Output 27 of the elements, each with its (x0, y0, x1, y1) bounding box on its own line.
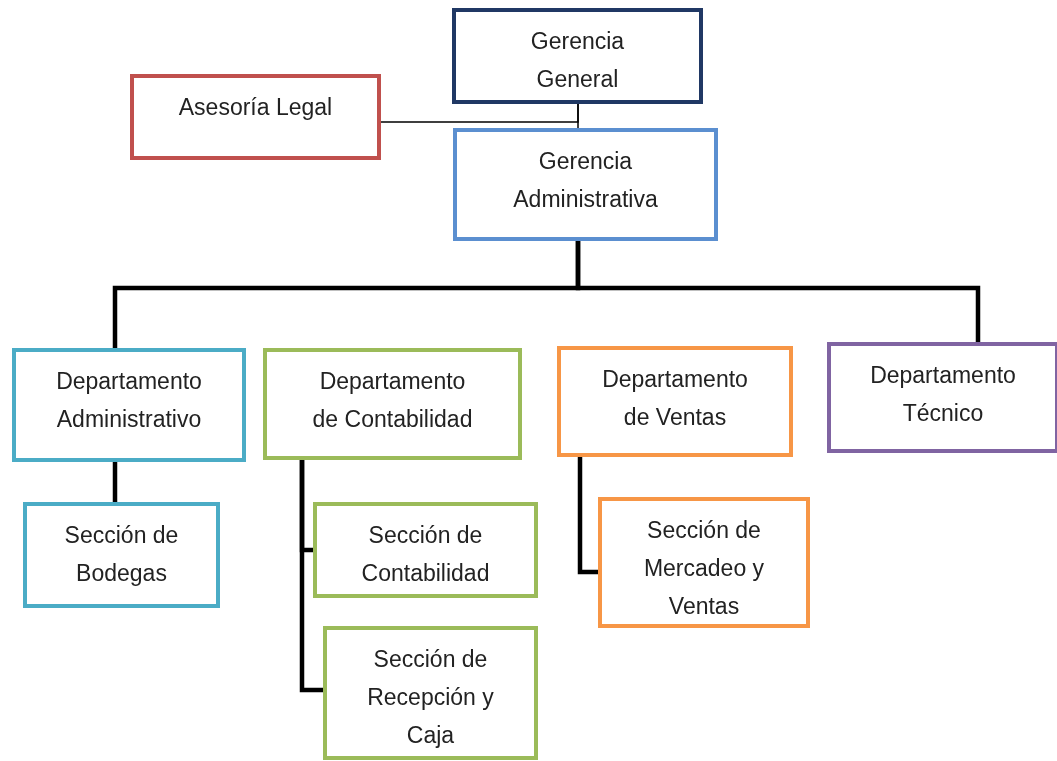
box-label: Departamento Técnico (869, 361, 1017, 428)
org-box (323, 626, 538, 760)
connector-line (577, 457, 598, 575)
connector-line (299, 460, 323, 693)
box-label: Departamento Administrativo (55, 367, 203, 434)
org-box (12, 348, 246, 462)
org-box (557, 346, 793, 457)
org-box (130, 74, 381, 160)
box-label: Departamento de Ventas (601, 365, 749, 432)
org-box (453, 128, 718, 241)
box-label: Gerencia Administrativa (512, 147, 659, 214)
org-box (23, 502, 220, 608)
org-box (263, 348, 522, 460)
org-box (827, 342, 1057, 453)
connector-line (380, 103, 579, 123)
box-label: Sección de Recepción y Caja (366, 645, 495, 750)
org-box (598, 497, 810, 628)
box-label: Sección de Mercadeo y Ventas (642, 516, 766, 621)
box-label: Departamento de Contabilidad (311, 367, 474, 434)
connector-line (575, 241, 981, 342)
org-box (452, 8, 703, 104)
box-label: Sección de Bodegas (63, 521, 180, 588)
box-label: Asesoría Legal (178, 93, 333, 122)
connector-line (112, 462, 118, 502)
box-label: Sección de Contabilidad (360, 521, 491, 588)
org-box (313, 502, 538, 598)
box-label: Gerencia General (529, 27, 626, 94)
